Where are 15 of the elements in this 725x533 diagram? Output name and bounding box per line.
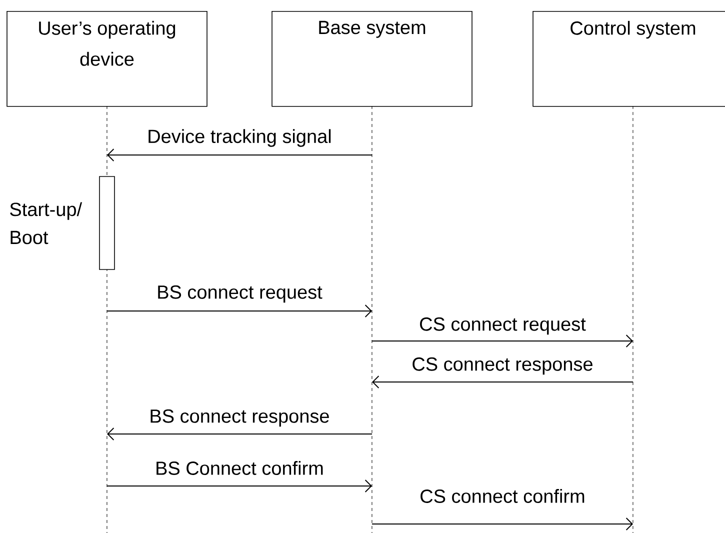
message-arrow [106,480,372,492]
edge-label: CS connect confirm [420,489,584,503]
edge-label: BS connect request [158,285,322,303]
edge-label: CS connect response [412,357,592,375]
note-text: Start-up/ Boot [10,202,82,244]
message-arrow [107,428,372,440]
edge-label: CS connect request [420,317,586,335]
edge-label: BS connect response [150,409,329,427]
edge-label: BS Connect confirm [156,461,323,475]
edge-label: Device tracking signal [148,129,331,147]
message-arrow [107,148,372,162]
message-arrow [106,304,372,318]
message-arrow [372,334,633,348]
message-arrow [372,376,634,388]
message-arrow [372,518,633,530]
